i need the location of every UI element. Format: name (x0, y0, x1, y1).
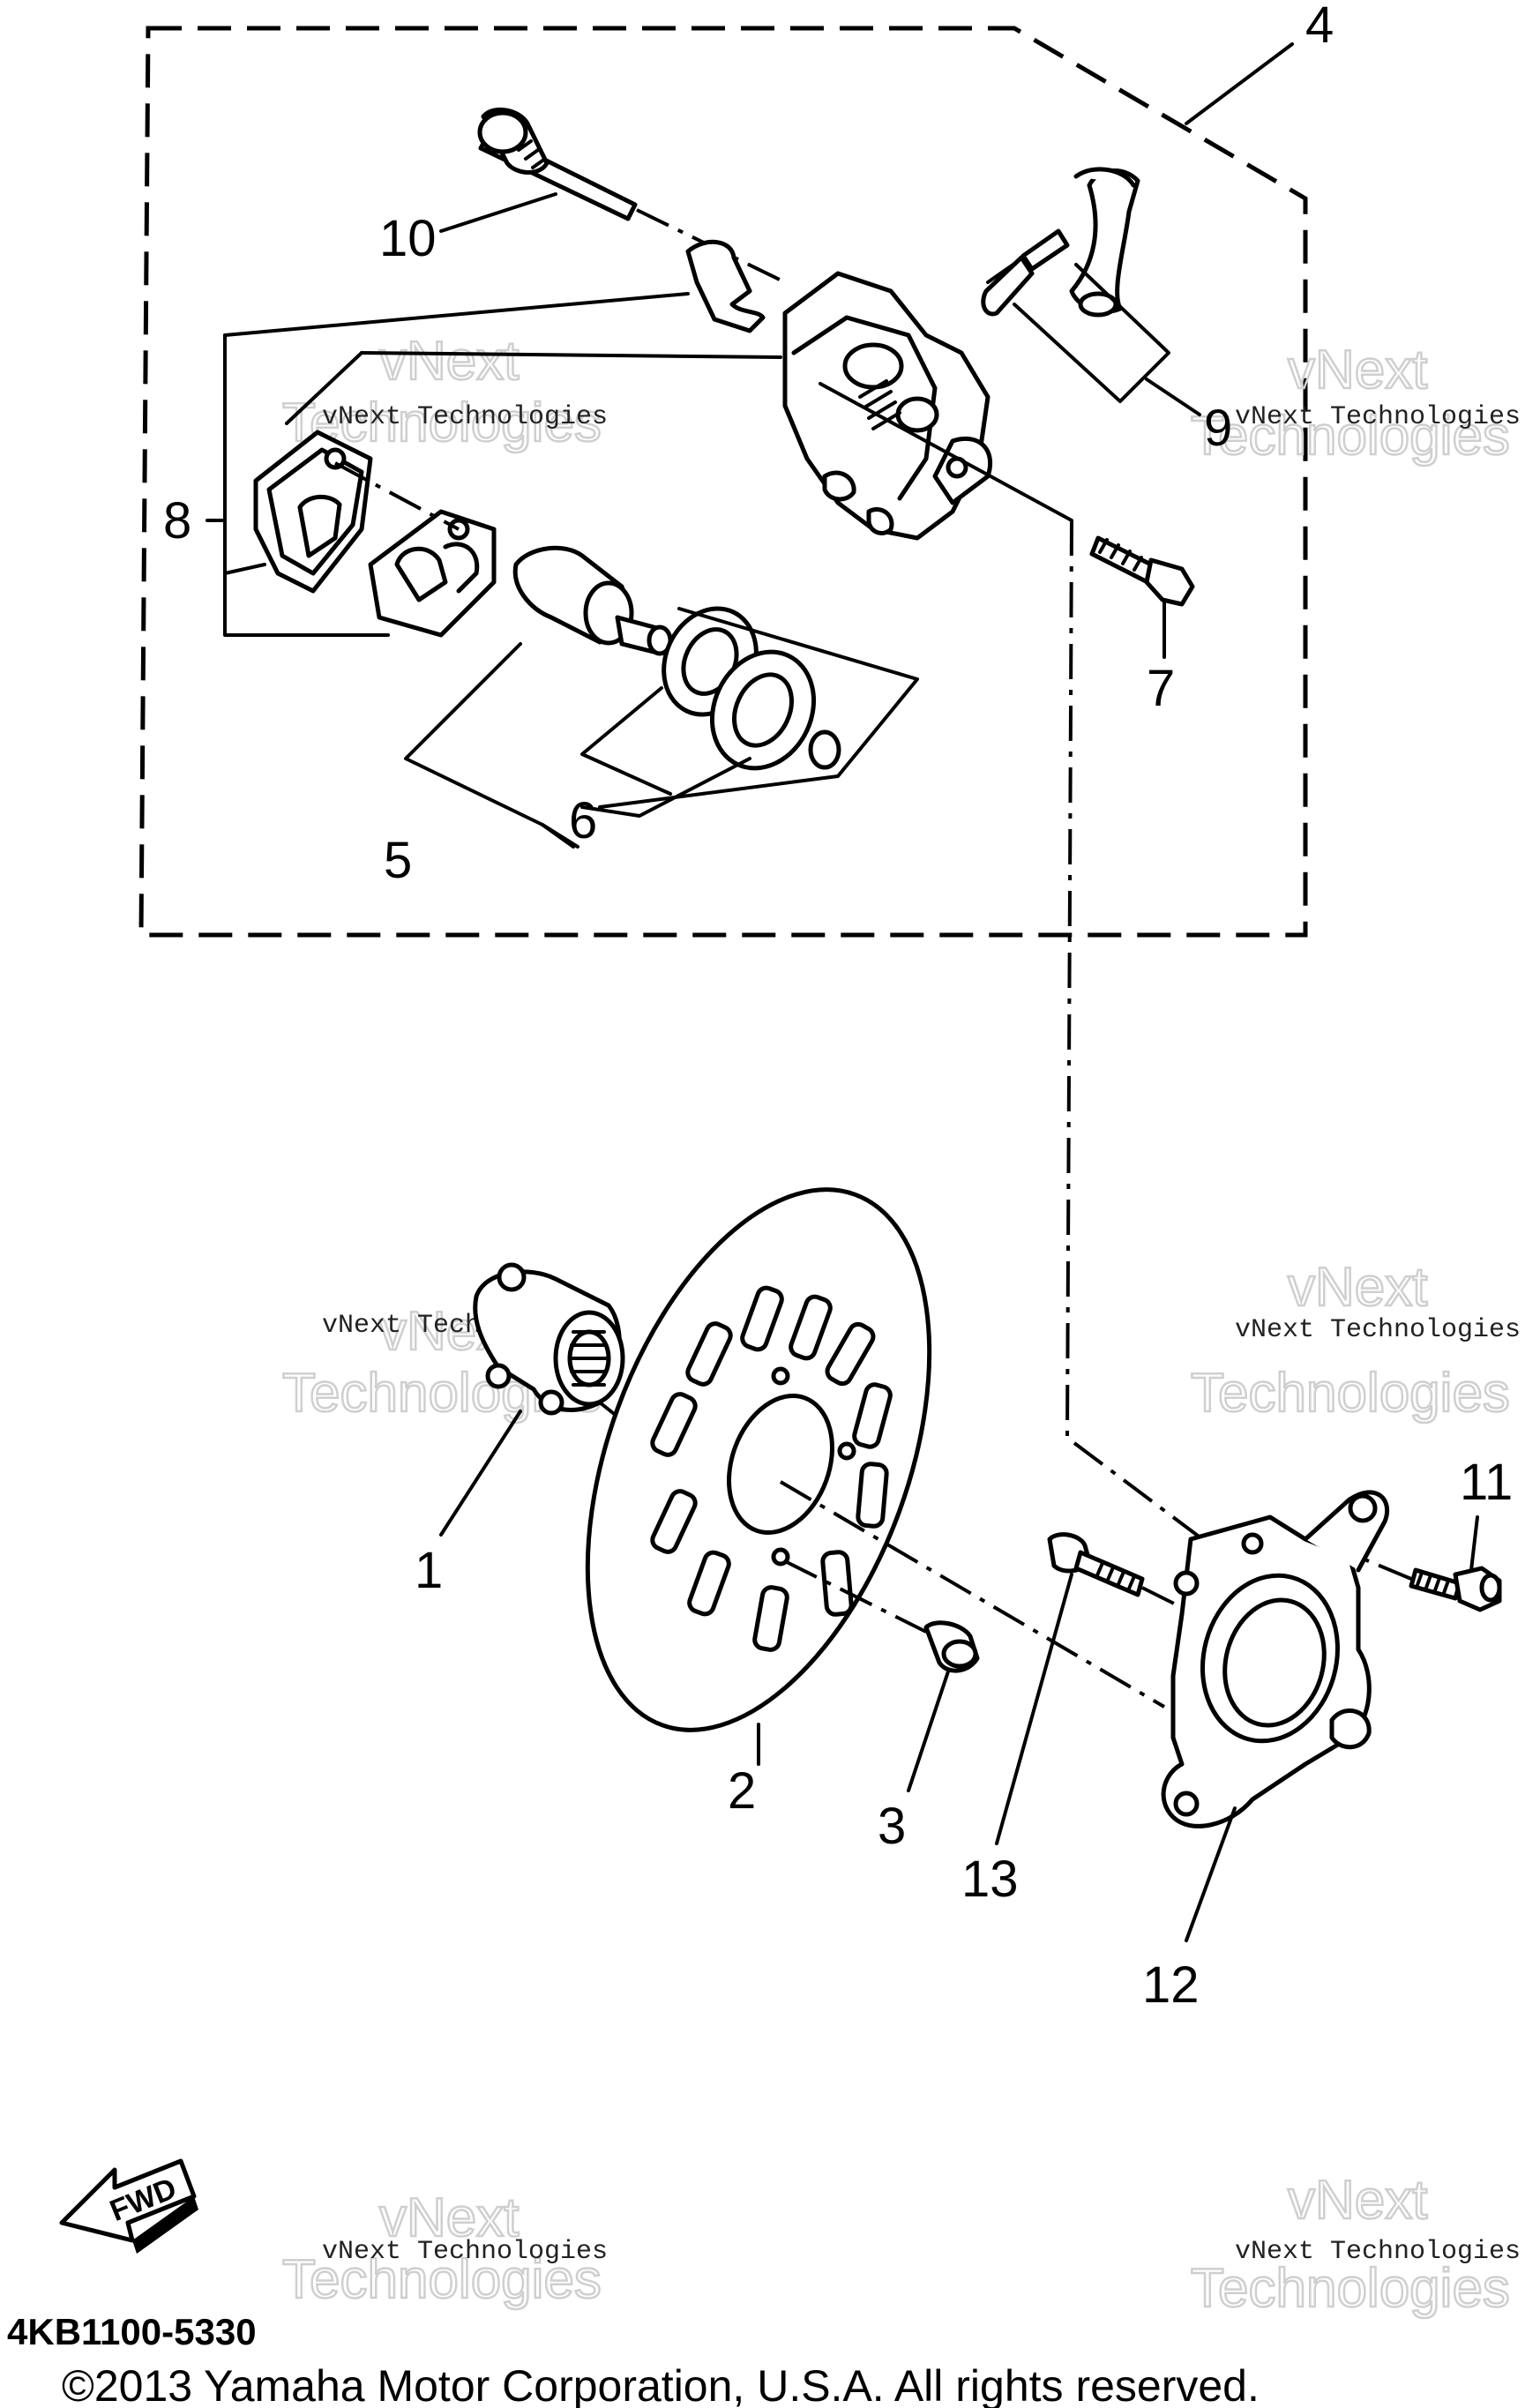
leader-part-10 (439, 192, 557, 233)
watermark-text: vNext Technologies (1235, 1315, 1521, 1345)
callout-13: 13 (961, 1851, 1019, 1908)
part-4-caliper-body (782, 271, 1073, 541)
part-8-brake-pads (206, 292, 782, 638)
callout-1: 1 (415, 1542, 443, 1599)
watermark-text: vNext Technologies (1235, 2237, 1521, 2267)
callout-8: 8 (163, 492, 191, 550)
part-3-disc-bolt (907, 1620, 980, 1792)
pad-spring-clip (685, 239, 766, 333)
watermark-large-text: Technologies (1191, 406, 1510, 467)
watermark-bottom-right: vNext Technologies vNext Technologies (1190, 2169, 1521, 2321)
part-11-bolt (1357, 1515, 1502, 1612)
part-6-seals (541, 606, 919, 849)
watermark-large-text: vNext (1288, 1257, 1427, 1318)
disc-cooling-slots (650, 1285, 893, 1652)
watermark-text: vNext Technologies (322, 2237, 608, 2267)
watermark-large-text: Technologies (282, 2249, 602, 2310)
callout-6: 6 (569, 792, 597, 849)
watermark-large-text: Technologies (1191, 2258, 1510, 2319)
callout-12: 12 (1142, 1956, 1200, 2014)
callout-2: 2 (728, 1762, 756, 1820)
watermark-mid-right: vNext Technologies vNext Technologies (1190, 1256, 1521, 1425)
part-12-caliper-bracket (1161, 1490, 1390, 1942)
part-7-bolt (1089, 535, 1195, 659)
watermark-large-text: Technologies (1191, 1363, 1510, 1424)
watermark-top-right: vNext Technologies vNext Technologies (1190, 339, 1521, 468)
fwd-arrow-icon: FWD (59, 2158, 198, 2254)
copyright-notice: ©2013 Yamaha Motor Corporation, U.S.A. A… (62, 2361, 1260, 2408)
callout-7: 7 (1147, 660, 1175, 717)
watermark-top-left: vNext Technologies vNext Technologies (281, 330, 608, 455)
part-9-bleed-screw (981, 167, 1201, 416)
part-10-pin-bolt (477, 108, 786, 284)
part-code: 4KB1100-5330 (7, 2311, 257, 2352)
callout-11: 11 (1460, 1454, 1513, 1511)
callout-9: 9 (1204, 400, 1232, 457)
watermark-bottom-left: vNext Technologies vNext Technologies (281, 2187, 608, 2312)
callout-10: 10 (379, 210, 437, 267)
watermark-large-text: vNext (379, 2187, 519, 2248)
callout-4: 4 (1305, 0, 1334, 54)
watermark-large-text: vNext (1288, 2170, 1427, 2231)
caliper-assembly-boundary (138, 26, 1308, 938)
part-1-hub (439, 1262, 646, 1537)
watermark-text: vNext Technologies (1235, 402, 1521, 432)
callout-3: 3 (878, 1798, 906, 1855)
part-2-brake-disc (585, 1187, 1166, 1766)
part-13-bolt (995, 1532, 1187, 1845)
callout-5: 5 (384, 832, 412, 889)
watermark-large-text: vNext (1288, 340, 1427, 400)
watermark-large-text: vNext (379, 331, 519, 392)
watermark-text: vNext Technologies (322, 402, 608, 432)
leader-part-4 (1185, 42, 1294, 125)
part-5-piston (404, 545, 673, 849)
